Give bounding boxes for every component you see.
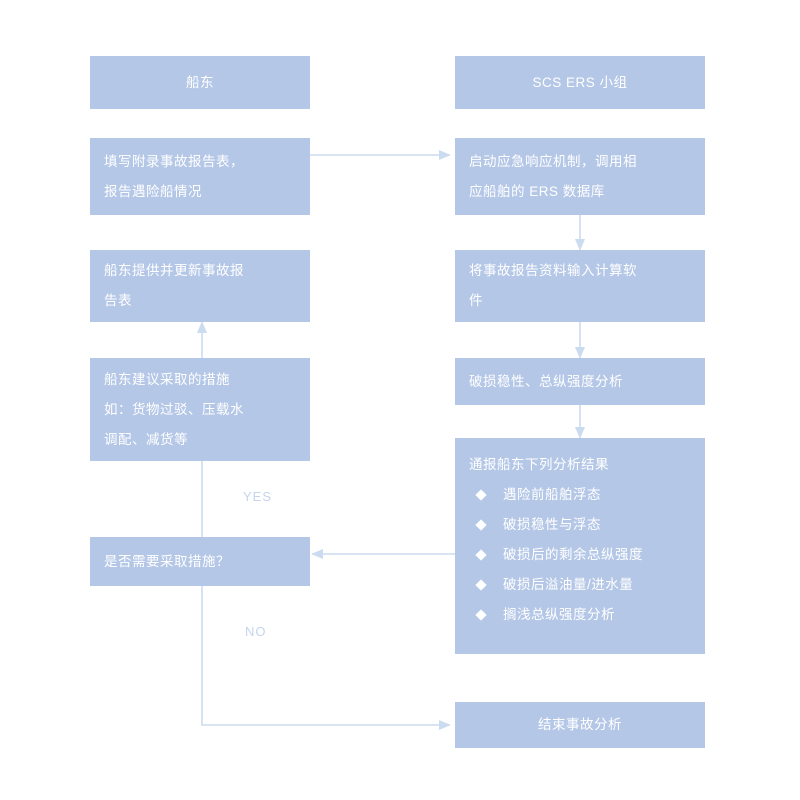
node-input-software-line-2: 件 <box>469 293 483 308</box>
list-item: 破损后溢油量/进水量 <box>469 570 691 600</box>
list-item: 搁浅总纵强度分析 <box>469 600 691 630</box>
lane-header-shipowner: 船东 <box>90 56 310 109</box>
node-input-software-line-1: 将事故报告资料输入计算软 <box>469 263 637 278</box>
diamond-bullet-icon <box>475 549 487 561</box>
edge-label-yes: YES <box>243 489 273 504</box>
node-decision-need-measures-label: 是否需要采取措施？ <box>104 553 230 569</box>
node-activate-response-line-2: 应船舶的 ERS 数据库 <box>469 183 605 199</box>
node-activate-response[interactable]: 启动应急响应机制，调用相 应船舶的 ERS 数据库 <box>455 138 705 215</box>
results-bullet-3: 破损后的剩余总纵强度 <box>503 547 643 562</box>
node-damage-stability-analysis-label: 破损稳性、总纵强度分析 <box>469 373 623 389</box>
results-bullet-5: 搁浅总纵强度分析 <box>503 607 615 622</box>
node-report-form[interactable]: 填写附录事故报告表， 报告遇险船情况 <box>90 138 310 215</box>
diamond-bullet-icon <box>475 519 487 531</box>
lane-header-scs-ers-team: SCS ERS 小组 <box>455 56 705 109</box>
node-update-form-line-1: 船东提供并更新事故报 <box>104 263 244 278</box>
list-item: 破损稳性与浮态 <box>469 510 691 540</box>
node-suggested-measures-line-2: 如：货物过驳、压载水 <box>104 401 244 417</box>
node-report-form-line-1: 填写附录事故报告表， <box>104 153 244 169</box>
node-finish-analysis-label: 结束事故分析 <box>538 717 622 732</box>
node-suggested-measures-line-3: 调配、减货等 <box>104 431 188 447</box>
node-input-software[interactable]: 将事故报告资料输入计算软 件 <box>455 250 705 322</box>
diamond-bullet-icon <box>475 489 487 501</box>
results-bullet-4: 破损后溢油量/进水量 <box>503 577 634 592</box>
node-update-form[interactable]: 船东提供并更新事故报 告表 <box>90 250 310 322</box>
list-item: 破损后的剩余总纵强度 <box>469 540 691 570</box>
node-decision-need-measures[interactable]: 是否需要采取措施？ <box>90 537 310 586</box>
diamond-bullet-icon <box>475 579 487 591</box>
list-item: 遇险前船舶浮态 <box>469 480 691 510</box>
node-finish-analysis[interactable]: 结束事故分析 <box>455 702 705 748</box>
edge-label-no: NO <box>245 624 267 639</box>
results-bullet-list: 遇险前船舶浮态 破损稳性与浮态 破损后的剩余总纵强度 破损后溢油量/进水量 搁浅… <box>469 480 691 630</box>
node-report-form-line-2: 报告遇险船情况 <box>104 183 202 199</box>
node-activate-response-line-1: 启动应急响应机制，调用相 <box>469 153 637 169</box>
connector-decision-no-to-finish <box>201 586 451 731</box>
node-damage-stability-analysis[interactable]: 破损稳性、总纵强度分析 <box>455 358 705 405</box>
node-update-form-line-2: 告表 <box>104 293 132 308</box>
node-suggested-measures[interactable]: 船东建议采取的措施 如：货物过驳、压载水 调配、减货等 <box>90 358 310 461</box>
results-bullet-2: 破损稳性与浮态 <box>503 517 601 532</box>
node-report-results[interactable]: 通报船东下列分析结果 遇险前船舶浮态 破损稳性与浮态 破损后的剩余总纵强度 破损… <box>455 438 705 654</box>
diamond-bullet-icon <box>475 609 487 621</box>
node-report-results-heading: 通报船东下列分析结果 <box>469 457 609 472</box>
lane-header-shipowner-label: 船东 <box>186 74 214 90</box>
node-suggested-measures-line-1: 船东建议采取的措施 <box>104 371 230 387</box>
results-bullet-1: 遇险前船舶浮态 <box>503 487 601 502</box>
lane-header-scs-ers-team-label: SCS ERS 小组 <box>532 74 628 90</box>
